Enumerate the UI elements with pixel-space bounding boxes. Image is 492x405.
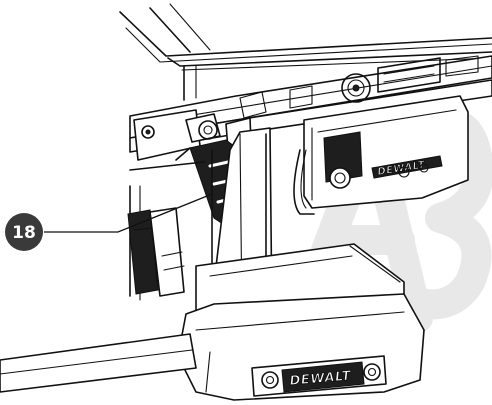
left-structure: [127, 161, 205, 301]
base-plate: DEWALT: [0, 293, 425, 401]
right-housing: DEWALT: [293, 95, 469, 215]
callout-18: 18: [5, 193, 213, 251]
callout-number: 18: [12, 223, 36, 243]
callout-leader-line: [44, 193, 213, 233]
front-brand-label: DEWALT: [289, 369, 352, 389]
main-beam: [129, 55, 492, 153]
callout-badge: [5, 213, 43, 251]
